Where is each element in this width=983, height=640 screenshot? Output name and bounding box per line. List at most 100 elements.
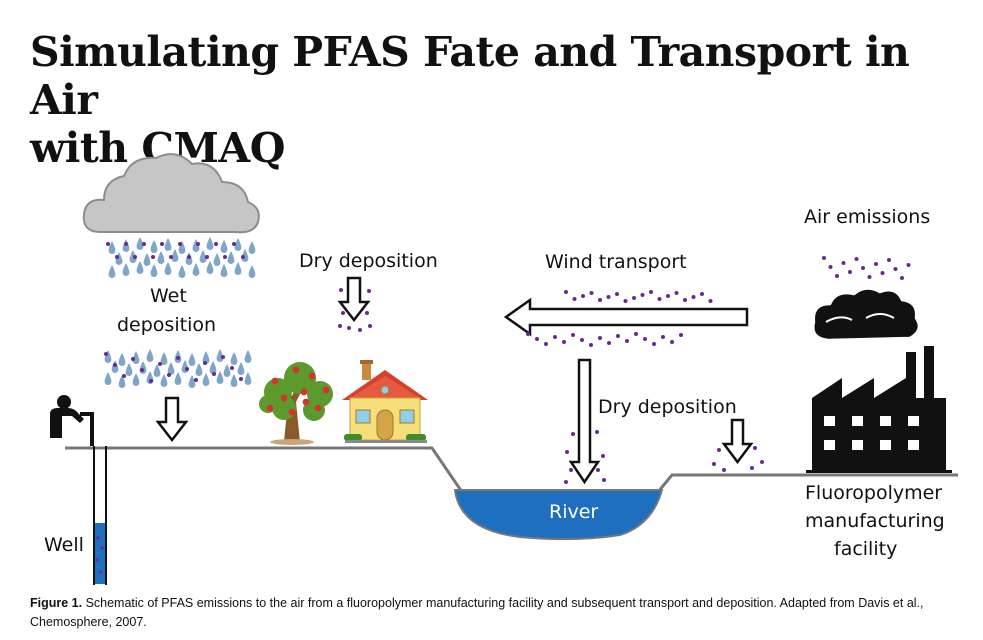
wind-transport-label: Wind transport bbox=[545, 251, 687, 273]
well-label: Well bbox=[44, 534, 84, 556]
factory-icon bbox=[806, 346, 952, 473]
facility-label-line-1: Fluoropolymer bbox=[805, 482, 942, 504]
pfas-particle bbox=[212, 372, 216, 376]
pfas-particle bbox=[113, 363, 117, 367]
dry-deposition-river-particles bbox=[564, 430, 606, 484]
pfas-particle bbox=[661, 335, 665, 339]
pfas-particle bbox=[149, 379, 153, 383]
pfas-particle bbox=[151, 255, 155, 259]
pfas-particle bbox=[643, 337, 647, 341]
pfas-particle bbox=[874, 262, 878, 266]
pfas-particle bbox=[196, 242, 200, 246]
raindrop bbox=[209, 361, 217, 375]
pfas-particle bbox=[203, 361, 207, 365]
pfas-particle bbox=[708, 299, 713, 303]
pfas-particle bbox=[880, 271, 885, 275]
pfas-particle bbox=[649, 290, 653, 294]
pfas-particle bbox=[176, 356, 180, 360]
raindrop bbox=[248, 241, 256, 255]
pfas-particle bbox=[867, 275, 872, 279]
pfas-particle bbox=[562, 340, 566, 344]
pfas-particle bbox=[106, 242, 110, 246]
dry-deposition-top-particles bbox=[338, 288, 372, 332]
facility-label-line-3: facility bbox=[834, 538, 897, 560]
pfas-particle bbox=[683, 298, 687, 302]
pfas-particle bbox=[670, 340, 674, 344]
pfas-particle bbox=[589, 291, 594, 295]
person-drinking-icon bbox=[50, 395, 94, 446]
raindrop bbox=[160, 374, 168, 388]
raindrop bbox=[178, 265, 186, 279]
raindrop bbox=[143, 253, 151, 267]
apple-tree-icon bbox=[259, 362, 333, 445]
raindrop bbox=[125, 363, 133, 377]
raindrop bbox=[153, 364, 161, 378]
wet-deposition-label-line-1: Wet bbox=[150, 285, 187, 307]
pfas-particle bbox=[598, 298, 602, 302]
raindrop bbox=[104, 372, 112, 386]
pfas-particle bbox=[589, 343, 593, 347]
pfas-particle bbox=[640, 293, 645, 297]
pfas-particle bbox=[691, 295, 696, 299]
wet-deposition-particles bbox=[104, 352, 243, 383]
pfas-particle bbox=[169, 255, 173, 259]
raindrop bbox=[230, 374, 238, 388]
pfas-particle bbox=[828, 265, 833, 269]
raindrop bbox=[136, 261, 144, 275]
raindrop bbox=[220, 240, 228, 254]
wind-particles bbox=[526, 290, 713, 347]
wet-deposition-arrow bbox=[155, 396, 189, 443]
pfas-particle bbox=[131, 357, 135, 361]
pfas-particle bbox=[625, 339, 629, 343]
raindrop bbox=[202, 373, 210, 387]
pfas-particle bbox=[674, 291, 679, 295]
pfas-particle bbox=[679, 333, 683, 337]
pfas-particle bbox=[133, 255, 137, 259]
pfas-particle bbox=[553, 335, 557, 339]
dry-deposition-ground-particles bbox=[712, 446, 764, 472]
raindrop bbox=[234, 262, 242, 276]
pfas-particle bbox=[223, 255, 227, 259]
pfas-particle bbox=[564, 290, 568, 294]
pfas-particle bbox=[167, 373, 171, 377]
smoke-cloud-icon bbox=[812, 287, 921, 342]
pfas-particle bbox=[580, 338, 584, 342]
raindrop bbox=[213, 253, 221, 267]
raindrop bbox=[248, 265, 256, 279]
raindrop bbox=[206, 237, 214, 251]
pfas-particle bbox=[194, 378, 198, 382]
raindrop bbox=[122, 263, 130, 277]
pfas-particle bbox=[205, 255, 209, 259]
dry-deposition-top-arrow bbox=[337, 276, 371, 323]
raindrop bbox=[171, 249, 179, 263]
air-emission-particles bbox=[822, 256, 911, 280]
pfas-particle bbox=[221, 355, 225, 359]
pfas-particle bbox=[122, 374, 126, 378]
raindrop bbox=[244, 372, 252, 386]
raindrop bbox=[164, 262, 172, 276]
pfas-particle bbox=[572, 297, 577, 301]
raindrop bbox=[220, 264, 228, 278]
raindrop bbox=[146, 349, 154, 363]
figure-caption: Figure 1. Schematic of PFAS emissions to… bbox=[30, 594, 960, 632]
pfas-particle bbox=[239, 377, 243, 381]
pfas-particle bbox=[115, 255, 119, 259]
raindrop bbox=[157, 251, 165, 265]
pfas-particle bbox=[178, 242, 182, 246]
pfas-particle bbox=[616, 334, 620, 338]
pfas-particle bbox=[887, 258, 891, 262]
pfas-particle bbox=[187, 255, 191, 259]
raindrop bbox=[192, 263, 200, 277]
raindrop bbox=[188, 353, 196, 367]
wet-deposition-label-line-2: deposition bbox=[117, 314, 216, 336]
raindrop bbox=[195, 363, 203, 377]
page-title-line-1: Simulating PFAS Fate and Transport in Ai… bbox=[30, 28, 910, 124]
pfas-particle bbox=[230, 366, 234, 370]
pfas-particle bbox=[140, 368, 144, 372]
well bbox=[93, 446, 107, 585]
pfas-particle bbox=[214, 242, 218, 246]
figure-caption-label: Figure 1. bbox=[30, 596, 83, 610]
pfas-particle bbox=[841, 261, 846, 265]
raindrop bbox=[150, 264, 158, 278]
dry-deposition-river-label: Dry deposition bbox=[598, 396, 737, 418]
